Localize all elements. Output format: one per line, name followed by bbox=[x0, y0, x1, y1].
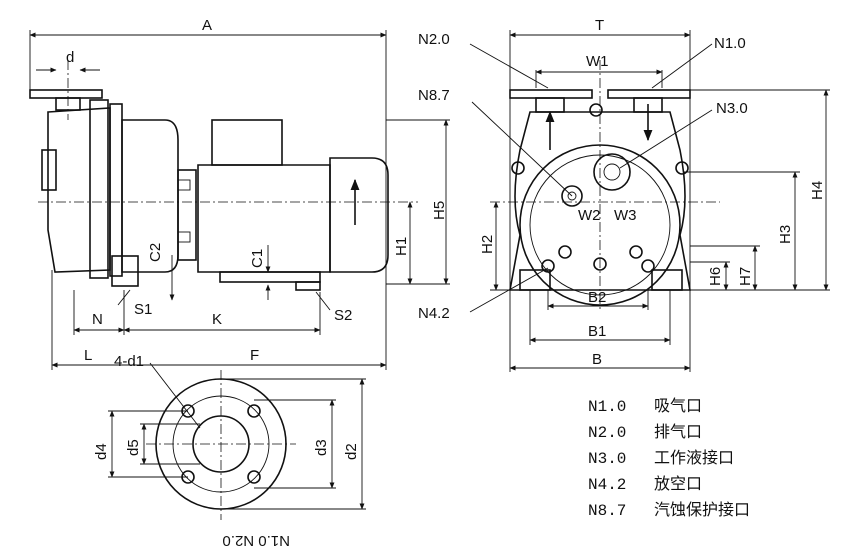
label-N3-0: N3.0 bbox=[716, 100, 748, 117]
front-view bbox=[469, 30, 830, 372]
label-C2: C2 bbox=[147, 243, 164, 262]
legend-row: N2.0 排气口 bbox=[588, 418, 702, 442]
label-B2: B2 bbox=[588, 289, 606, 306]
label-C1: C1 bbox=[249, 249, 266, 268]
label-N: N bbox=[92, 311, 103, 328]
label-d4: d4 bbox=[93, 443, 110, 460]
label-d3: d3 bbox=[313, 439, 330, 456]
label-B1: B1 bbox=[588, 323, 606, 340]
label-H7: H7 bbox=[737, 267, 754, 286]
label-B: B bbox=[592, 351, 602, 368]
label-A: A bbox=[202, 17, 212, 34]
label-H4: H4 bbox=[809, 181, 826, 200]
legend-row: N4.2 放空口 bbox=[588, 470, 702, 494]
legend-code: N4.2 bbox=[588, 476, 627, 494]
legend-text: 排气口 bbox=[654, 424, 703, 442]
label-W1: W1 bbox=[586, 53, 609, 70]
label-H5: H5 bbox=[431, 201, 448, 220]
label-N1-0: N1.0 bbox=[714, 35, 746, 52]
label-W3: W3 bbox=[614, 207, 637, 224]
label-flange-caption: N1.0 N2.0 bbox=[222, 532, 290, 549]
label-d2: d2 bbox=[343, 443, 360, 460]
legend-code: N3.0 bbox=[588, 450, 627, 468]
label-W2: W2 bbox=[578, 207, 601, 224]
legend-code: N1.0 bbox=[588, 398, 627, 416]
label-K: K bbox=[212, 311, 222, 328]
label-T: T bbox=[595, 17, 604, 34]
label-H1: H1 bbox=[393, 237, 410, 256]
legend-text: 汽蚀保护接口 bbox=[654, 502, 751, 520]
flange-detail bbox=[108, 362, 366, 520]
label-holes: 4-d1 bbox=[114, 353, 144, 370]
legend-text: 工作液接口 bbox=[654, 450, 735, 468]
label-H3: H3 bbox=[777, 225, 794, 244]
legend-row: N8.7 汽蚀保护接口 bbox=[588, 496, 750, 520]
label-H2: H2 bbox=[479, 235, 496, 254]
legend-row: N3.0 工作液接口 bbox=[588, 444, 734, 468]
label-S1: S1 bbox=[134, 301, 152, 318]
label-d: d bbox=[66, 49, 74, 66]
label-H6: H6 bbox=[707, 267, 724, 286]
legend-row: N1.0 吸气口 bbox=[588, 392, 702, 416]
dimension-labels: A d T W1 N2.0 N1.0 N8.7 N3.0 H5 H4 H3 H2… bbox=[66, 17, 826, 549]
legend-text: 放空口 bbox=[654, 476, 703, 494]
label-L: L bbox=[84, 347, 92, 364]
label-N2-0: N2.0 bbox=[418, 31, 450, 48]
legend-code: N2.0 bbox=[588, 424, 627, 442]
side-view bbox=[29, 30, 450, 370]
legend-code: N8.7 bbox=[588, 502, 627, 520]
label-F: F bbox=[250, 347, 259, 364]
label-d5: d5 bbox=[125, 439, 142, 456]
label-N4-2: N4.2 bbox=[418, 305, 450, 322]
legend-text: 吸气口 bbox=[654, 398, 703, 416]
label-N8-7: N8.7 bbox=[418, 87, 450, 104]
label-S2: S2 bbox=[334, 307, 352, 324]
